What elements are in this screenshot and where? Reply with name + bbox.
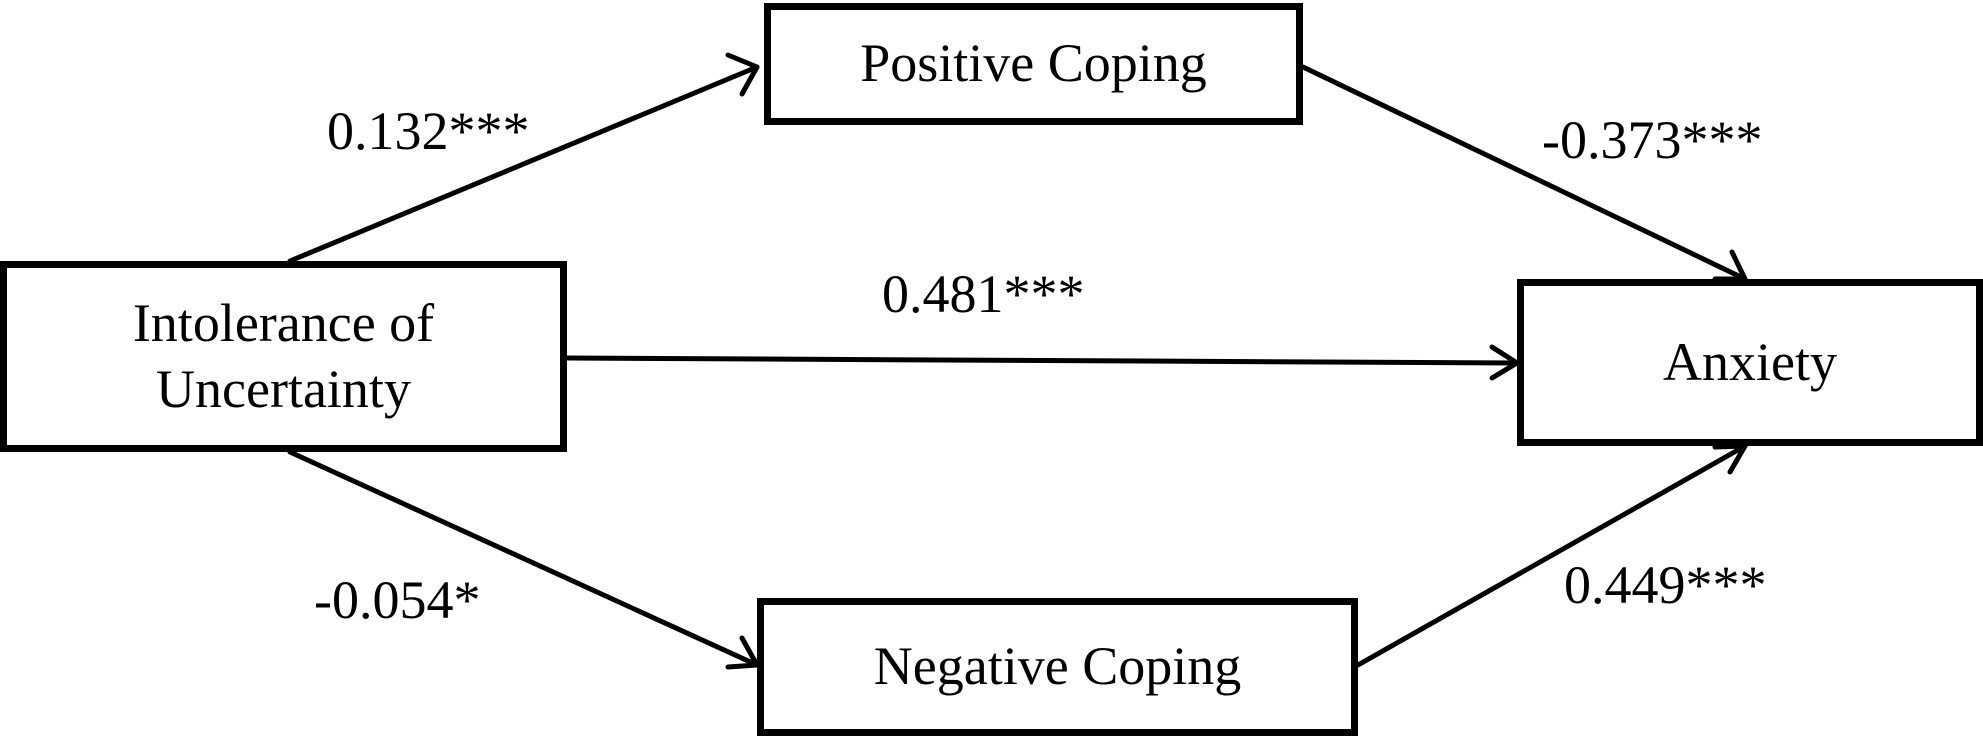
node-intolerance-of-uncertainty: Intolerance of Uncertainty	[0, 261, 567, 452]
arrow-predictor-to-positive	[287, 64, 760, 264]
node-negative-coping-label: Negative Coping	[873, 636, 1242, 697]
arrow-predictor-to-outcome	[564, 355, 1520, 366]
node-positive-coping: Positive Coping	[764, 3, 1303, 125]
arrowhead-negative-to-outcome	[1712, 443, 1748, 475]
arrow-predictor-to-negative	[287, 449, 760, 668]
coef-positive-to-outcome: -0.373***	[1542, 110, 1763, 170]
node-intolerance-line2: Uncertainty	[156, 358, 411, 419]
node-anxiety: Anxiety	[1517, 279, 1983, 446]
node-anxiety-label: Anxiety	[1663, 331, 1837, 392]
node-intolerance-line1: Intolerance of	[132, 292, 435, 353]
arrowhead-predictor-to-positive	[725, 52, 760, 97]
node-positive-coping-label: Positive Coping	[860, 33, 1207, 94]
coef-predictor-to-negative: -0.054*	[314, 570, 481, 630]
coef-predictor-to-positive: 0.132***	[327, 101, 530, 161]
arrow-positive-to-outcome	[1300, 64, 1748, 282]
arrow-negative-to-outcome	[1355, 443, 1748, 668]
node-negative-coping: Negative Coping	[757, 598, 1358, 736]
coef-negative-to-outcome: 0.449***	[1564, 555, 1767, 615]
coef-predictor-to-outcome: 0.481***	[882, 264, 1085, 324]
